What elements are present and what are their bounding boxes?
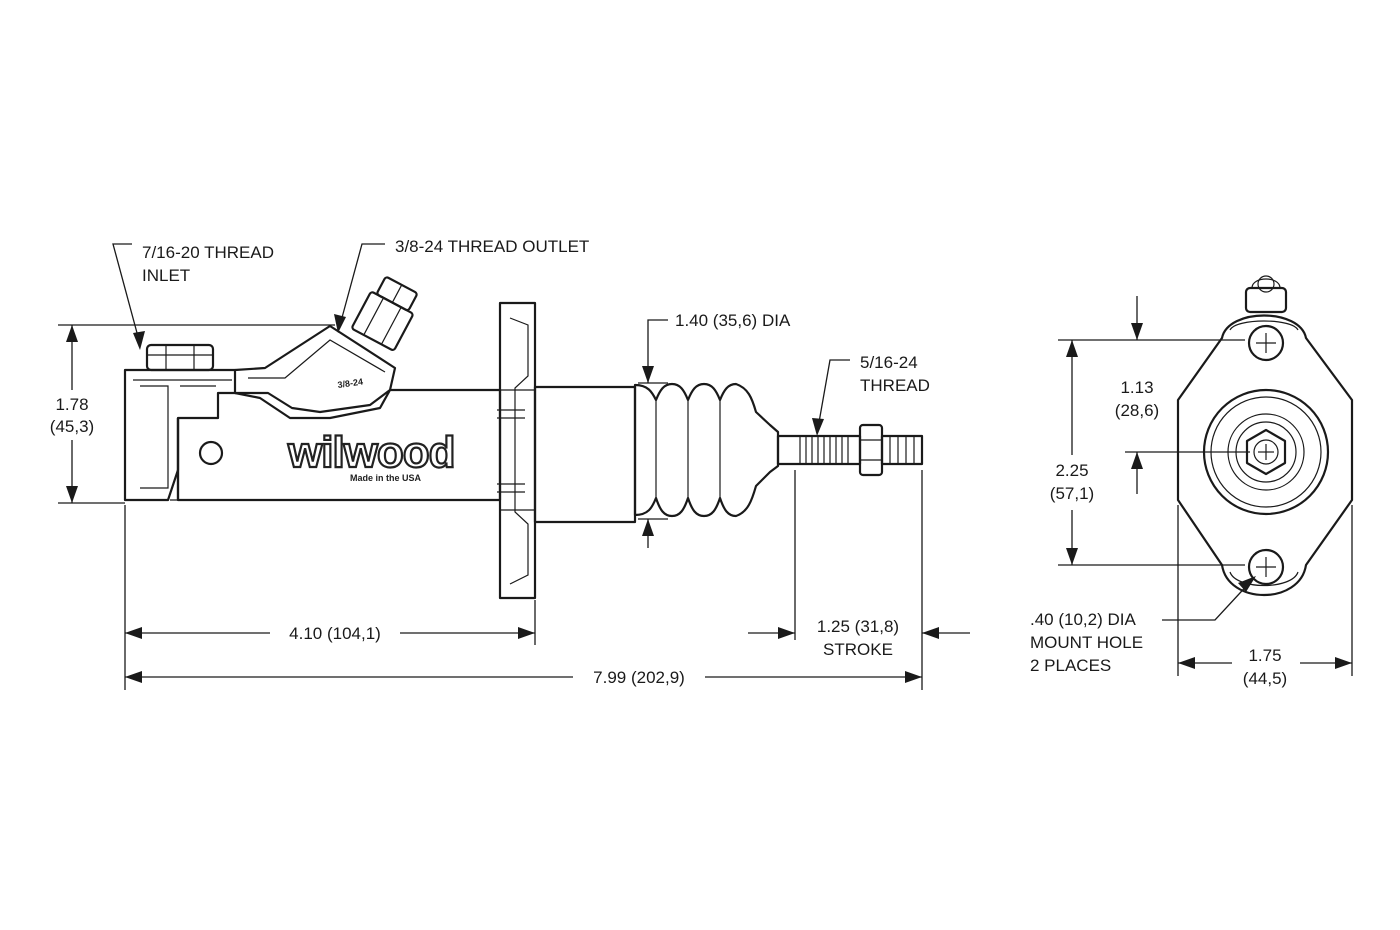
mount-hole-callout-line3: 2 PLACES — [1030, 656, 1111, 675]
side-view: 3/8-24 wilwood Made in the USA — [50, 237, 970, 690]
bore-offset-inches: 1.13 — [1120, 378, 1153, 397]
outlet-leader — [334, 243, 385, 333]
flange-width-inches: 1.75 — [1248, 646, 1281, 665]
height-mm: (45,3) — [50, 417, 94, 436]
dim-body-length — [125, 627, 535, 639]
dim-hole-spacing — [1058, 339, 1245, 566]
outlet-fitting-end — [1244, 275, 1288, 314]
bore-offset-mm: (28,6) — [1115, 401, 1159, 420]
mount-hole-top — [1247, 324, 1285, 362]
hole-spacing-inches: 2.25 — [1055, 461, 1088, 480]
dim-bore-offset — [1125, 296, 1250, 494]
rear-housing — [533, 385, 637, 524]
dim-stroke — [748, 627, 970, 639]
body-length-label: 4.10 (104,1) — [289, 624, 381, 643]
outlet-port: 3/8-24 — [234, 276, 418, 414]
brand-logo: wilwood — [287, 428, 455, 477]
overall-length-label: 7.99 (202,9) — [593, 668, 685, 687]
mounting-flange-side — [497, 301, 537, 600]
rubber-boot — [633, 382, 780, 518]
pushrod-callout-line1: 5/16-24 — [860, 353, 918, 372]
stroke-label: STROKE — [823, 640, 893, 659]
brand-tagline: Made in the USA — [350, 473, 422, 483]
mounting-flange-end — [1176, 314, 1354, 596]
mount-hole-callout-line2: MOUNT HOLE — [1030, 633, 1143, 652]
inlet-callout-line1: 7/16-20 THREAD — [142, 243, 274, 262]
pushrod — [776, 423, 924, 477]
dim-height — [58, 324, 335, 504]
end-view: 2.25 (57,1) 1.13 (28,6) .40 (10,2) DIA M… — [1030, 275, 1354, 688]
pushrod-leader — [812, 359, 850, 436]
flange-width-mm: (44,5) — [1243, 669, 1287, 688]
inlet-block — [123, 343, 237, 502]
cylinder-body — [170, 388, 502, 502]
inlet-leader — [112, 243, 145, 350]
stroke-value: 1.25 (31,8) — [817, 617, 899, 636]
height-inches: 1.78 — [55, 395, 88, 414]
mount-hole-leader — [1162, 576, 1256, 621]
mount-hole-callout-line1: .40 (10,2) DIA — [1030, 610, 1136, 629]
port-stamp: 3/8-24 — [337, 377, 364, 390]
boot-dia-callout: 1.40 (35,6) DIA — [675, 311, 791, 330]
mount-hole-bottom — [1247, 548, 1285, 586]
hole-spacing-mm: (57,1) — [1050, 484, 1094, 503]
pushrod-nut-end — [1245, 428, 1287, 476]
dim-flange-width — [1177, 505, 1353, 676]
dim-boot-diameter — [638, 319, 668, 548]
dim-overall-length — [125, 671, 922, 683]
outlet-callout: 3/8-24 THREAD OUTLET — [395, 237, 589, 256]
wilwood-logo: wilwood Made in the USA — [286, 427, 457, 483]
inlet-callout-line2: INLET — [142, 266, 190, 285]
pushrod-callout-line2: THREAD — [860, 376, 930, 395]
